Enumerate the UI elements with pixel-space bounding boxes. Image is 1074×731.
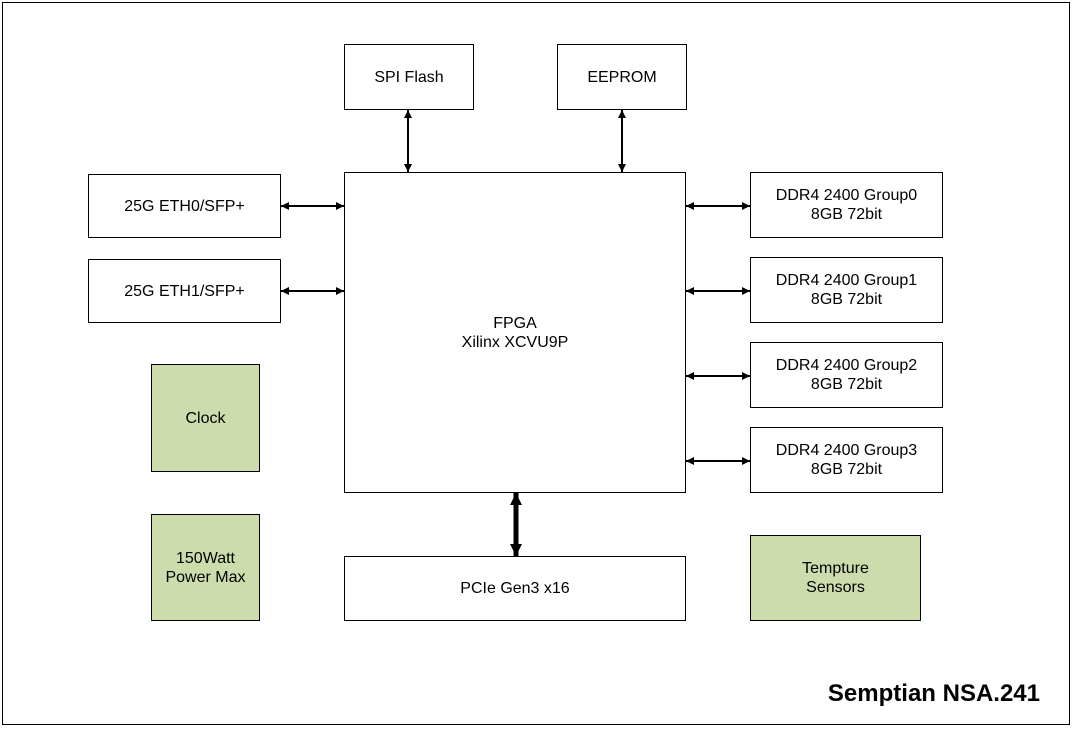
clock-block: Clock bbox=[151, 364, 260, 472]
power-max-label: Power Max bbox=[165, 568, 246, 586]
ddr-group3-block: DDR4 2400 Group3 8GB 72bit bbox=[750, 427, 943, 493]
ddr-group1-block: DDR4 2400 Group1 8GB 72bit bbox=[750, 257, 943, 323]
eeprom-label: EEPROM bbox=[587, 68, 657, 86]
fpga-block: FPGA Xilinx XCVU9P bbox=[344, 172, 686, 493]
ddr-group1-size: 8GB 72bit bbox=[810, 291, 883, 308]
pcie-label: PCIe Gen3 x16 bbox=[460, 580, 570, 597]
eeprom-block: EEPROM bbox=[557, 44, 687, 110]
ddr-group2-size: 8GB 72bit bbox=[810, 376, 883, 393]
spi-flash-label: SPI Flash bbox=[374, 68, 444, 86]
power-block: 150Watt Power Max bbox=[151, 514, 260, 621]
sensors-sub-label: Sensors bbox=[806, 579, 865, 596]
ddr-group3-label: DDR4 2400 Group3 bbox=[775, 442, 918, 459]
eth1-label: 25G ETH1/SFP+ bbox=[124, 282, 245, 300]
pcie-block: PCIe Gen3 x16 bbox=[344, 556, 686, 621]
ddr-group0-size: 8GB 72bit bbox=[810, 206, 883, 223]
fpga-model-label: Xilinx XCVU9P bbox=[461, 333, 569, 351]
temperature-sensors-block: Tempture Sensors bbox=[750, 535, 921, 621]
clock-label: Clock bbox=[185, 409, 226, 427]
eth0-block: 25G ETH0/SFP+ bbox=[88, 174, 281, 238]
fpga-label: FPGA bbox=[493, 314, 537, 332]
power-label: 150Watt bbox=[176, 549, 235, 567]
ddr-group1-label: DDR4 2400 Group1 bbox=[775, 272, 918, 289]
ddr-group3-size: 8GB 72bit bbox=[810, 461, 883, 478]
ddr-group2-block: DDR4 2400 Group2 8GB 72bit bbox=[750, 342, 943, 408]
ddr-group2-label: DDR4 2400 Group2 bbox=[775, 357, 918, 374]
eth0-label: 25G ETH0/SFP+ bbox=[124, 197, 245, 215]
ddr-group0-label: DDR4 2400 Group0 bbox=[775, 187, 918, 204]
spi-flash-block: SPI Flash bbox=[344, 44, 474, 110]
eth1-block: 25G ETH1/SFP+ bbox=[88, 259, 281, 323]
sensors-label: Tempture bbox=[802, 560, 869, 577]
brand-title: Semptian NSA.241 bbox=[827, 680, 1040, 707]
ddr-group0-block: DDR4 2400 Group0 8GB 72bit bbox=[750, 172, 943, 238]
